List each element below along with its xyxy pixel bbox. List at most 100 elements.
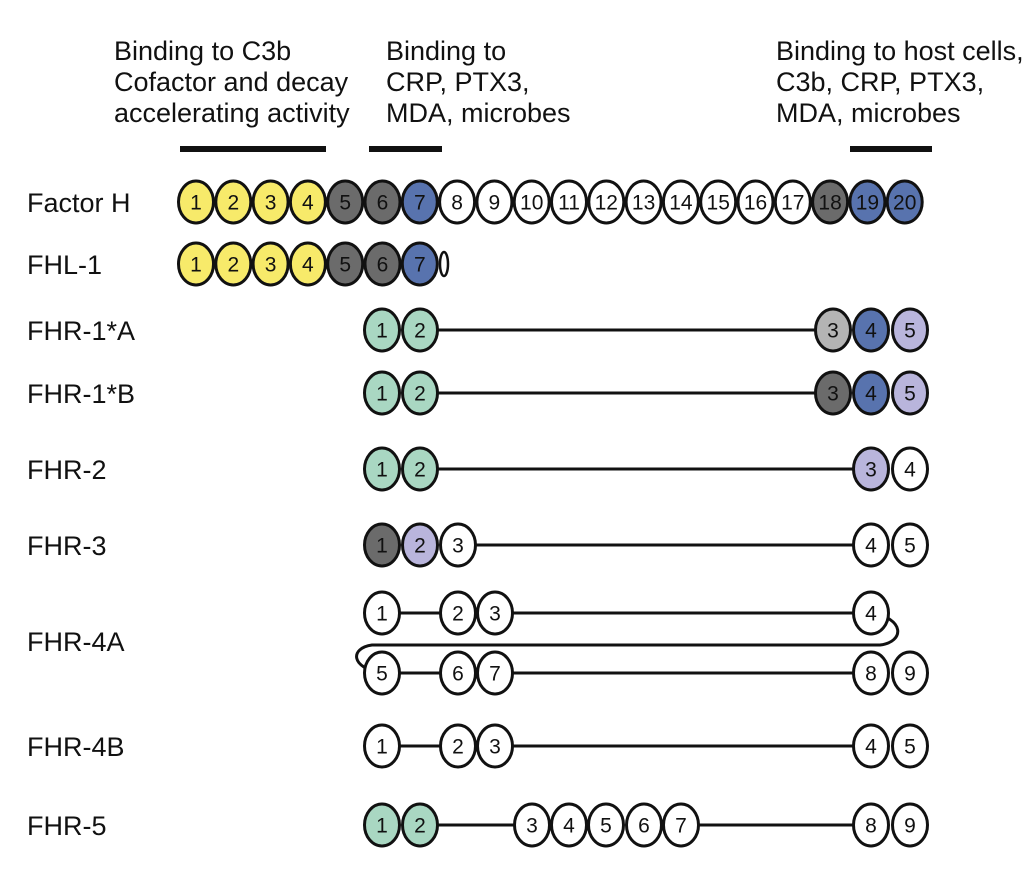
domain-factor-h-3: 3 [251,179,290,225]
domain-number: 1 [376,736,388,759]
domain-fhr-4a-6: 6 [439,650,477,696]
domain-fhr-1-a-1: 1 [363,307,401,353]
domain-fhr-1-b-3: 3 [814,370,852,416]
domain-oval [288,179,327,225]
domain-number: 2 [227,254,239,277]
domain-fhr-2-1: 1 [363,446,401,492]
domain-fhr-5-3: 3 [513,802,551,848]
domain-oval [363,650,401,696]
domain-fhr-5-1: 1 [363,802,401,848]
domain-number: 9 [489,192,501,215]
domain-factor-h-1: 1 [177,179,215,225]
domain-number: 16 [744,192,767,215]
domain-number: 1 [376,815,388,838]
domain-oval [214,179,253,225]
domain-oval [587,802,625,848]
domain-fhr-5-9: 9 [891,802,929,848]
domain-fhr-2-4: 4 [891,446,929,492]
protein-label: FHR-4B [27,732,125,762]
domain-oval [326,179,365,225]
domain-number: 4 [865,535,877,558]
domain-fhr-4a-3: 3 [476,590,514,636]
domain-number: 2 [227,192,239,215]
domain-number: 1 [376,383,388,406]
domain-factor-h-16: 16 [736,179,775,225]
domain-oval [891,370,929,416]
domain-factor-h-15: 15 [699,179,738,225]
domain-fhr-5-5: 5 [587,802,625,848]
domain-number: 5 [904,383,916,406]
domain-fhr-1-a-3: 3 [814,307,852,353]
header-line: C3b, CRP, PTX3, [776,67,984,97]
domain-fhr-4b-2: 2 [439,723,477,769]
protein-label: FHR-5 [27,811,107,841]
domain-number: 2 [452,603,464,626]
domain-number: 5 [376,663,388,686]
domain-fhr-4a-4: 4 [852,590,890,636]
domain-number: 18 [818,192,841,215]
domain-number: 1 [190,254,202,277]
domain-number: 13 [632,192,655,215]
domain-number: 4 [865,736,877,759]
domain-oval [363,522,401,568]
domain-number: 20 [893,192,916,215]
domain-oval [177,179,215,225]
domain-number: 3 [265,254,277,277]
domain-number: 3 [827,320,839,343]
domain-oval [661,179,700,225]
domain-number: 5 [904,320,916,343]
domain-oval [177,241,215,287]
domain-factor-h-14: 14 [661,179,700,225]
domain-fhl-1-2: 2 [214,241,253,287]
domain-factor-h-13: 13 [624,179,663,225]
domain-number: 4 [865,603,877,626]
domain-oval [811,179,850,225]
domain-oval [891,307,929,353]
protein-label: FHL-1 [27,250,102,280]
domain-number: 1 [376,535,388,558]
domain-oval [852,522,890,568]
domain-oval [891,522,929,568]
domain-number: 4 [904,459,916,482]
domain-oval [814,307,852,353]
domain-factor-h-19: 19 [848,179,887,225]
domain-oval [363,307,401,353]
domain-oval [662,802,700,848]
domain-oval [699,179,738,225]
domain-oval [439,522,477,568]
domain-oval [401,522,439,568]
domain-fhr-4a-7: 7 [476,650,514,696]
domain-number: 7 [675,815,687,838]
domain-oval [363,802,401,848]
domain-fhr-1-b-2: 2 [401,370,439,416]
protein-label: FHR-4A [27,627,125,657]
domain-oval [439,723,477,769]
domain-number: 2 [452,736,464,759]
domain-fhr-1-b-5: 5 [891,370,929,416]
domain-factor-h-10: 10 [512,179,551,225]
domain-oval [885,179,924,225]
domain-oval [439,590,477,636]
domain-oval [326,241,365,287]
domain-number: 8 [451,192,463,215]
domain-number: 4 [302,192,314,215]
domain-fhr-4b-3: 3 [476,723,514,769]
domain-oval [852,650,890,696]
domain-fhl-1-1: 1 [177,241,215,287]
domain-oval [736,179,775,225]
domain-oval [587,179,626,225]
header-line: Cofactor and decay [114,67,349,97]
domain-factor-h-20: 20 [885,179,924,225]
domain-number: 14 [669,192,693,215]
domain-fhl-1-5: 5 [326,241,365,287]
domain-factor-h-6: 6 [363,179,402,225]
domain-oval [476,650,514,696]
domain-number: 2 [414,535,426,558]
domain-number: 7 [489,663,501,686]
domain-fhr-5-8: 8 [852,802,890,848]
domain-fhr-2-2: 2 [401,446,439,492]
domain-oval [624,179,663,225]
domain-factor-h-9: 9 [475,179,514,225]
